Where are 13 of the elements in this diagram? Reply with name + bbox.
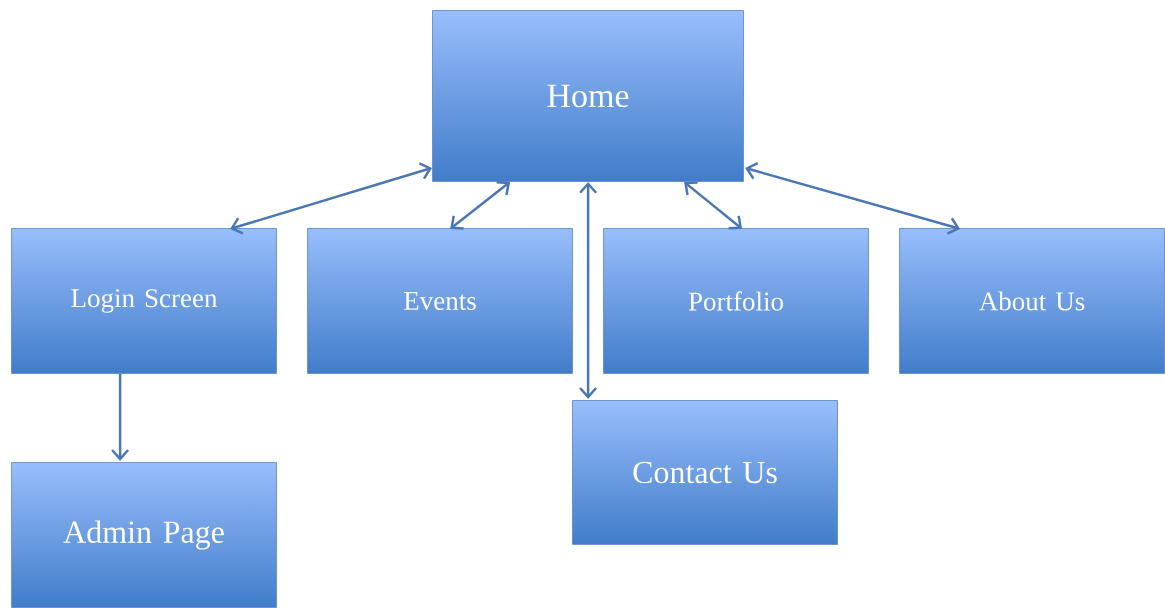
arrow bbox=[450, 181, 511, 230]
page-box: Portfolio bbox=[603, 228, 869, 374]
page-box: Contact Us bbox=[572, 400, 838, 545]
arrow bbox=[230, 162, 433, 235]
arrow bbox=[745, 162, 961, 235]
arrow bbox=[111, 373, 130, 461]
page-box: About Us bbox=[899, 228, 1165, 374]
page-box: Login Screen bbox=[11, 228, 277, 374]
page-box: Admin Page bbox=[11, 462, 277, 608]
arrow bbox=[579, 181, 598, 399]
arrow bbox=[684, 181, 743, 230]
page-box: Events bbox=[307, 228, 573, 374]
page-box: Home bbox=[432, 10, 744, 182]
